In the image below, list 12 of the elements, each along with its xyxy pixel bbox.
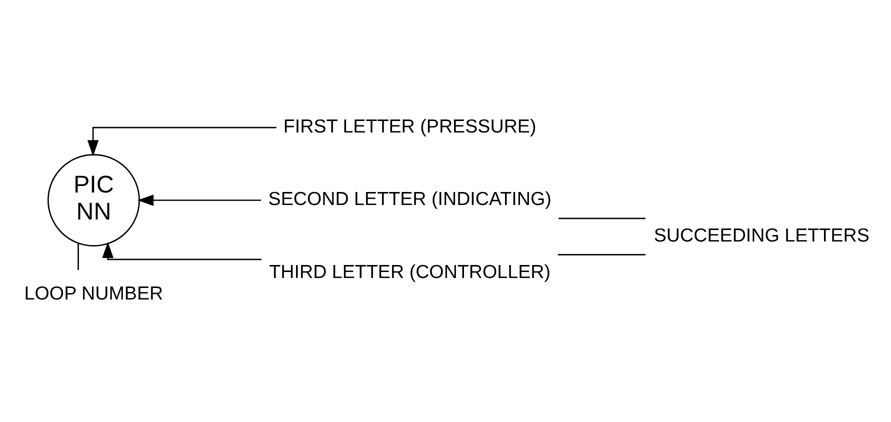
node-text: LOOP NUMBER — [24, 282, 164, 304]
node-text: SUCCEEDING LETTERS — [654, 224, 870, 246]
node-circle: PIC NN — [47, 154, 140, 246]
arrow — [137, 194, 262, 206]
node-text: FIRST LETTER (PRESSURE) — [283, 116, 536, 137]
connector — [558, 254, 646, 256]
connector — [78, 243, 79, 270]
node-text: SECOND LETTER (INDICATING) — [268, 188, 552, 210]
node-text: THIRD LETTER (CONTROLLER) — [269, 260, 551, 282]
arrow — [87, 126, 276, 156]
connector — [558, 218, 646, 220]
arrow — [102, 242, 262, 260]
